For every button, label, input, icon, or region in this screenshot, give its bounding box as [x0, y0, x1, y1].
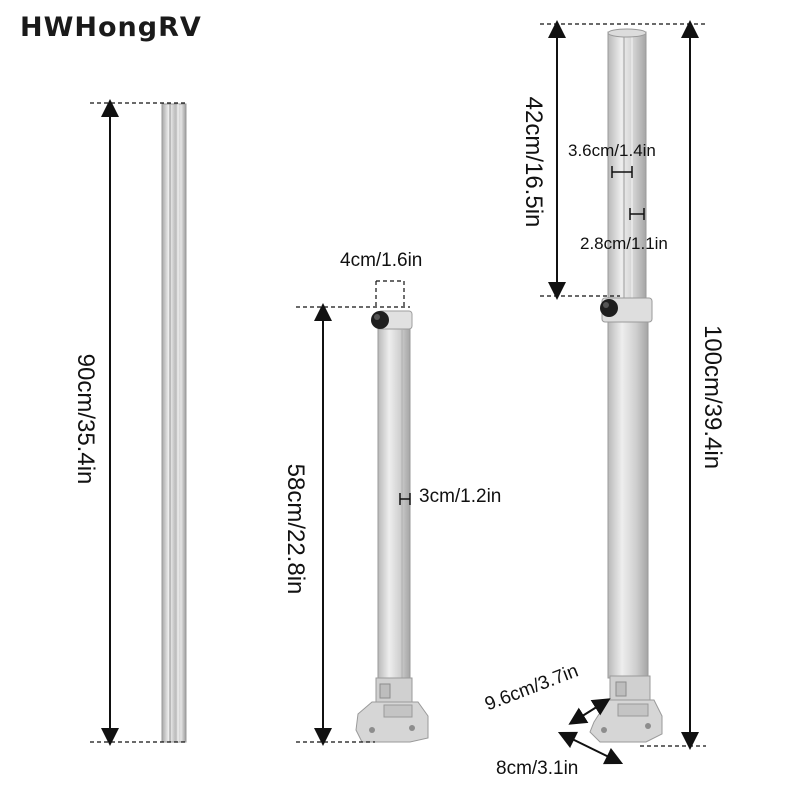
leg-short-dimension	[296, 280, 411, 746]
leg-long-upper-label: 42cm/16.5in	[520, 96, 547, 228]
leg-short-height-label: 58cm/22.8in	[282, 463, 309, 595]
leg-long-dimension	[540, 20, 706, 765]
leg-long	[589, 28, 663, 743]
brand-logo: HWHongRV	[20, 12, 202, 43]
leg-long-total-label: 100cm/39.4in	[699, 324, 726, 470]
leg-long-tube-a-label: 3.6cm/1.4in	[568, 141, 656, 160]
leg-short-tube-width-label: 3cm/1.2in	[419, 486, 502, 507]
leg-long-knob	[600, 299, 618, 317]
base-width-label: 8cm/3.1in	[496, 758, 579, 779]
rod	[161, 103, 187, 743]
rod-length-label: 90cm/35.4in	[72, 353, 99, 485]
leg-short-top-width-label: 4cm/1.6in	[340, 250, 423, 271]
leg-short-knob	[371, 311, 389, 329]
leg-long-tube-b-label: 2.8cm/1.1in	[580, 234, 668, 253]
leg-short	[355, 310, 429, 743]
rod-dimension	[90, 99, 185, 746]
